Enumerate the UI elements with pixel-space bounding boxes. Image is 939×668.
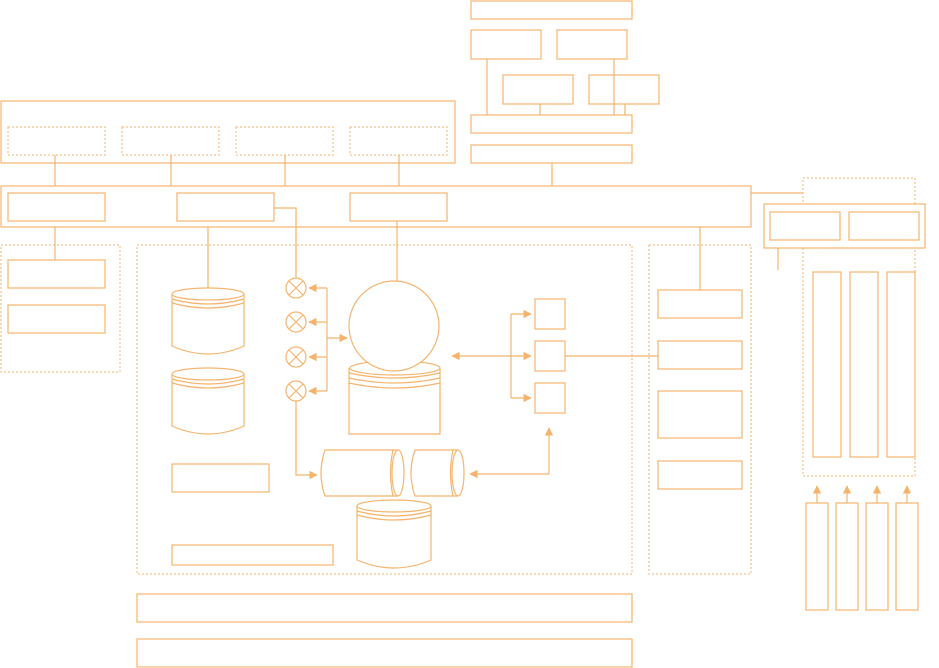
connector (274, 207, 297, 278)
tall-column (886, 271, 916, 458)
left-top-group (0, 100, 456, 186)
bus-box (349, 192, 448, 222)
small-square (534, 298, 566, 330)
right-dashed-column (648, 227, 752, 575)
mixer-node (285, 380, 307, 402)
top-bus-box (470, 114, 633, 134)
mixer-node (285, 311, 307, 333)
wide-box (171, 544, 334, 566)
central-dashed-group (136, 207, 658, 575)
mixer-node (285, 346, 307, 368)
top-cluster (470, 0, 660, 186)
bus-box (7, 192, 106, 222)
horizontal-cylinder (320, 449, 405, 497)
right-header-cell (848, 211, 920, 241)
input-column (865, 502, 889, 611)
small-square (534, 382, 566, 414)
small-square (534, 340, 566, 372)
database-cylinder (171, 287, 245, 355)
input-column (805, 502, 829, 611)
main-bus (0, 185, 803, 228)
left-box (7, 259, 106, 289)
bus-box (176, 192, 275, 222)
dashed-box (7, 126, 106, 156)
group-container (0, 100, 456, 164)
right-cluster (763, 177, 926, 611)
dashed-group (0, 244, 121, 373)
sphere-on-cylinder (348, 280, 441, 435)
service-box (657, 460, 743, 490)
left-box (7, 304, 106, 334)
right-header-cell (769, 211, 841, 241)
mid-right-box (588, 74, 660, 105)
top-left-box (470, 29, 542, 60)
top-right-box (556, 29, 628, 60)
tall-column (849, 271, 879, 458)
arrow (295, 401, 318, 480)
mid-left-box (502, 74, 574, 105)
top-box (470, 0, 633, 20)
left-dashed-group (0, 227, 121, 373)
input-column (835, 502, 859, 611)
service-box (657, 390, 743, 439)
database-cylinder (171, 367, 245, 435)
database-cylinder (356, 499, 432, 569)
bottom-bar (136, 593, 633, 623)
bottom-bar (136, 638, 633, 668)
box (171, 463, 270, 493)
service-box (657, 289, 743, 319)
input-column (895, 502, 919, 611)
dashed-group (648, 244, 752, 575)
service-box (657, 340, 743, 370)
mixer-node (285, 277, 307, 299)
horizontal-cylinder (410, 449, 465, 497)
top-bus-box-2 (470, 144, 633, 164)
tall-column (812, 271, 842, 458)
